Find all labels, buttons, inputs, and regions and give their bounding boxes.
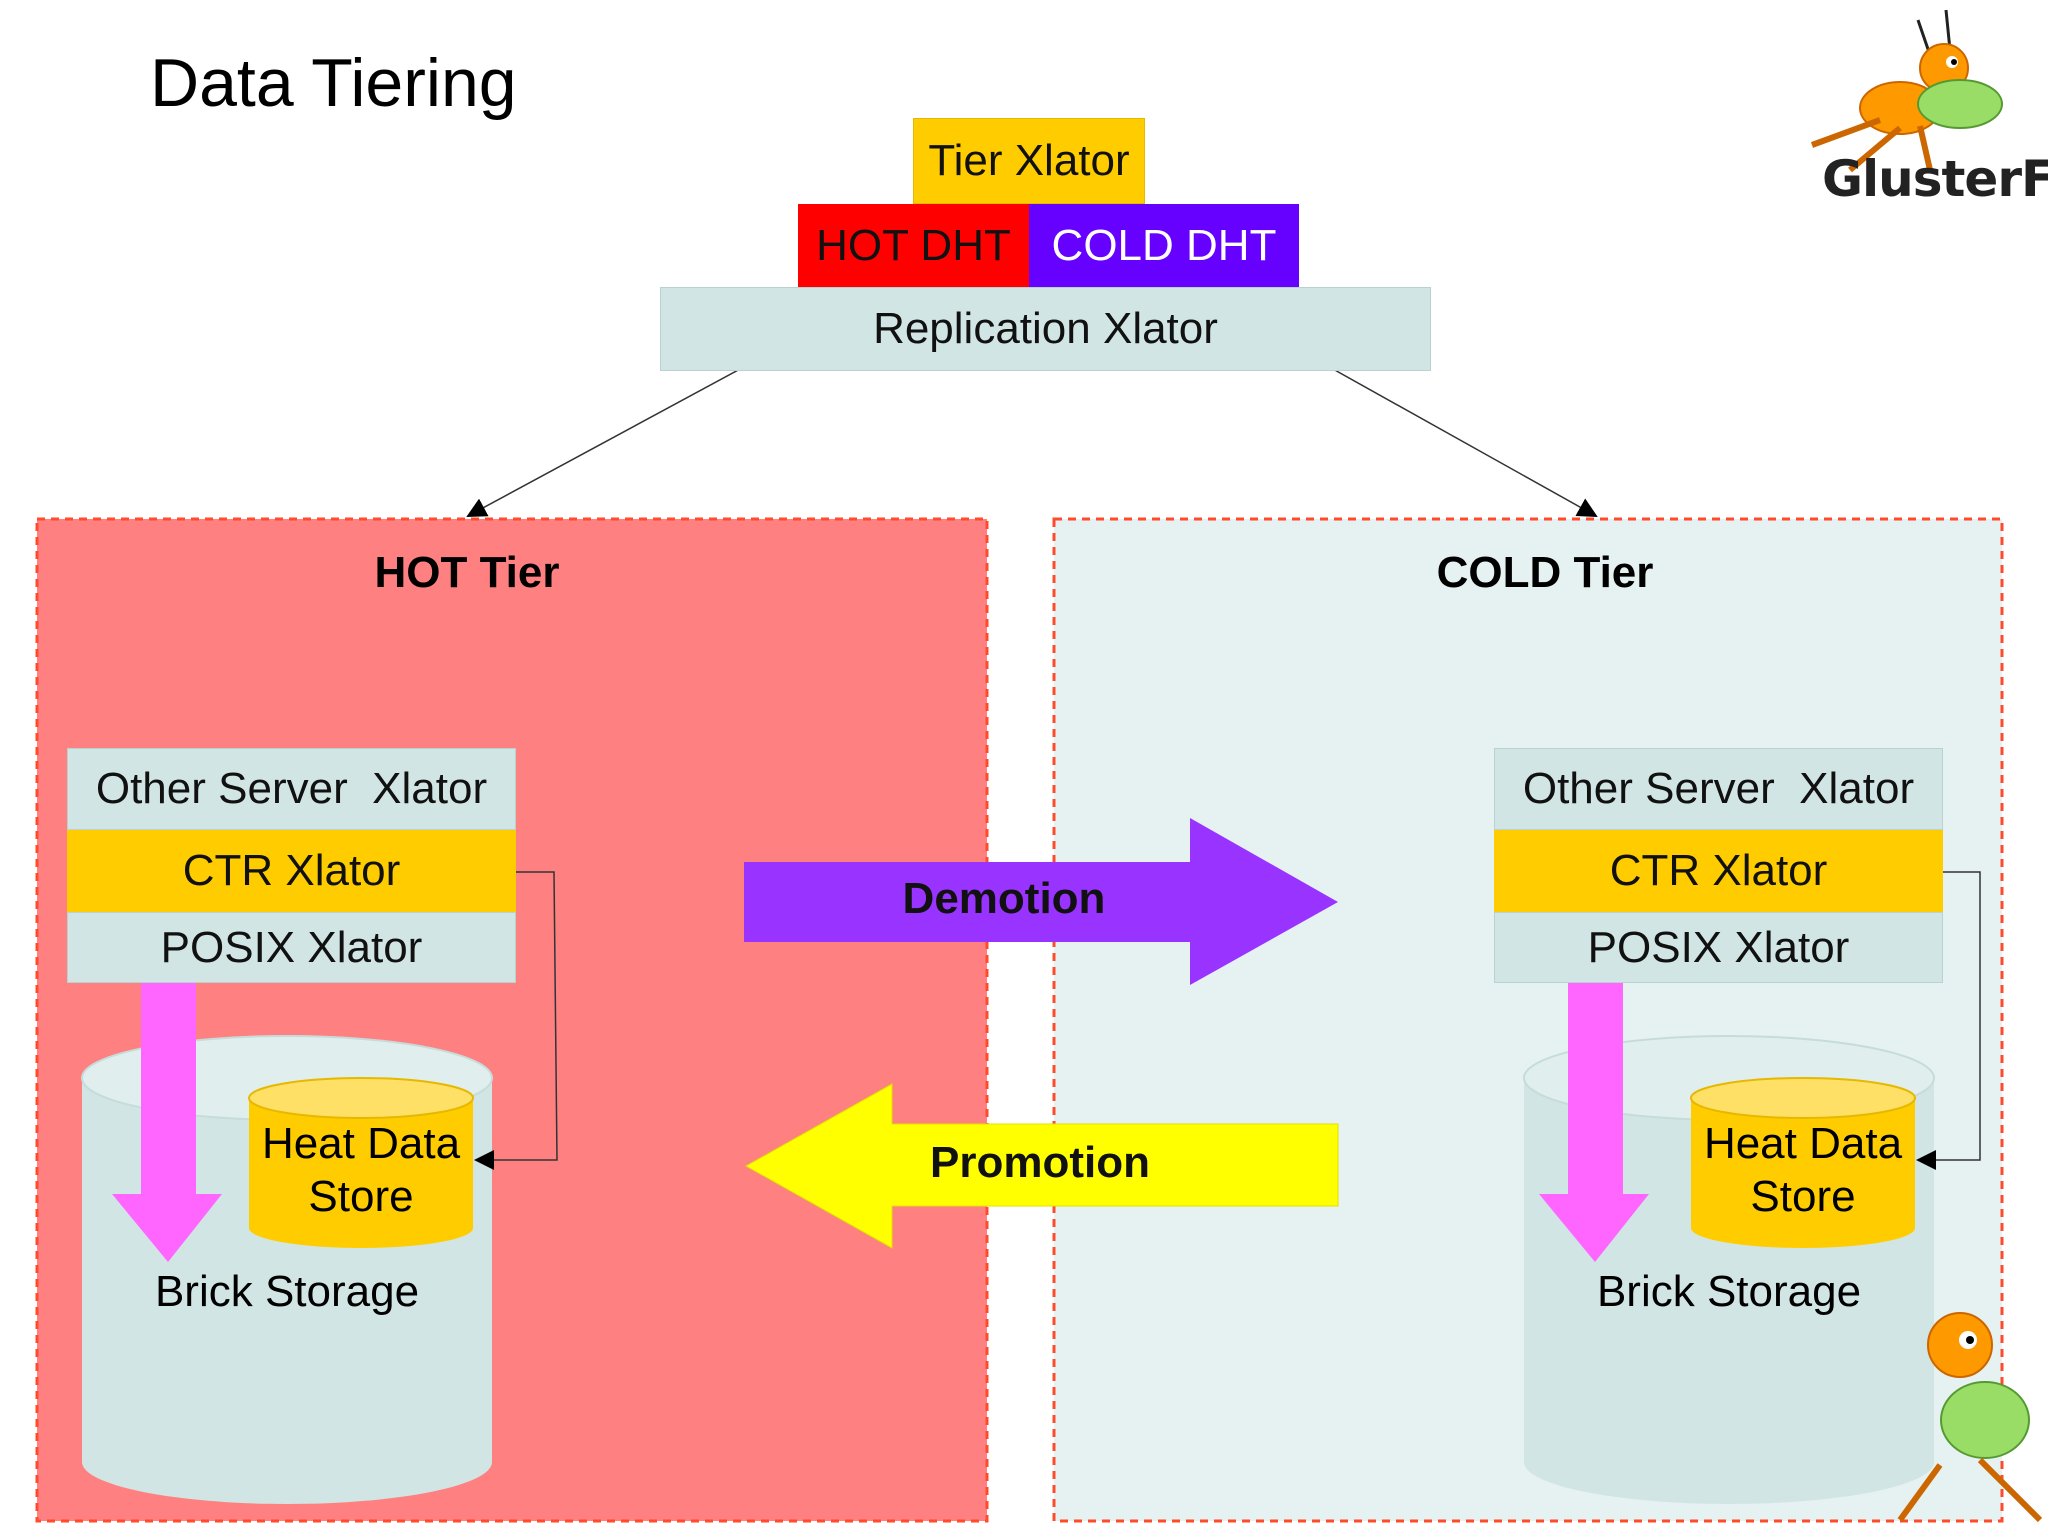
hot-posix-down-arrow: [112, 983, 222, 1262]
cold-dht-label: COLD DHT: [1051, 220, 1277, 270]
hot-heat-data-store-cylinder: [248, 1077, 474, 1248]
hot-heat-data-store-label: Heat Data Store: [242, 1118, 480, 1224]
tier-xlator-label: Tier Xlator: [928, 136, 1130, 185]
cold-tier-title: COLD Tier: [1436, 548, 1654, 597]
glusterfs-logo-text: GlusterFS: [1822, 150, 2048, 208]
cold-heat-data-store-cylinder: [1690, 1077, 1916, 1248]
promotion-arrow: [744, 1083, 1339, 1249]
hot-ctr-xlator: CTR Xlator: [67, 830, 516, 912]
cold-other-server-xlator: Other Server Xlator: [1494, 748, 1943, 830]
hot-tier-title: HOT Tier: [374, 548, 560, 597]
hot-brick-storage-label: Brick Storage: [154, 1267, 420, 1316]
cold-dht-box: COLD DHT: [1029, 204, 1299, 287]
page-title: Data Tiering: [150, 45, 517, 121]
ant-mascot-peek-icon: [1897, 1312, 2043, 1523]
cold-posix-xlator: POSIX Xlator: [1494, 912, 1943, 983]
promotion-label: Promotion: [930, 1138, 1150, 1187]
cold-posix-down-arrow: [1539, 983, 1649, 1262]
cold-ctr-connector: [1916, 871, 1981, 1170]
hot-dht-box: HOT DHT: [798, 204, 1029, 287]
demotion-arrow: [744, 818, 1338, 985]
demotion-label: Demotion: [902, 874, 1106, 923]
ant-mascot-icon: [1810, 9, 2003, 173]
cold-brick-storage-label: Brick Storage: [1596, 1267, 1862, 1316]
cold-ctr-xlator: CTR Xlator: [1494, 830, 1943, 912]
hot-brick-storage-cylinder: [81, 1035, 493, 1504]
hot-other-server-xlator: Other Server Xlator: [67, 748, 516, 830]
replication-xlator-box: Replication Xlator: [660, 287, 1431, 371]
hot-dht-label: HOT DHT: [816, 220, 1011, 270]
hot-posix-xlator: POSIX Xlator: [67, 912, 516, 983]
cold-heat-data-line2: Store: [1750, 1171, 1856, 1221]
replication-xlator-label: Replication Xlator: [873, 304, 1218, 353]
cold-heat-data-store-label: Heat Data Store: [1684, 1118, 1922, 1224]
tier-xlator-box: Tier Xlator: [913, 118, 1145, 204]
hot-ctr-connector: [474, 871, 558, 1170]
hot-heat-data-line1: Heat Data: [261, 1119, 461, 1168]
hot-heat-data-line2: Store: [308, 1171, 414, 1221]
cold-heat-data-line1: Heat Data: [1703, 1119, 1903, 1168]
